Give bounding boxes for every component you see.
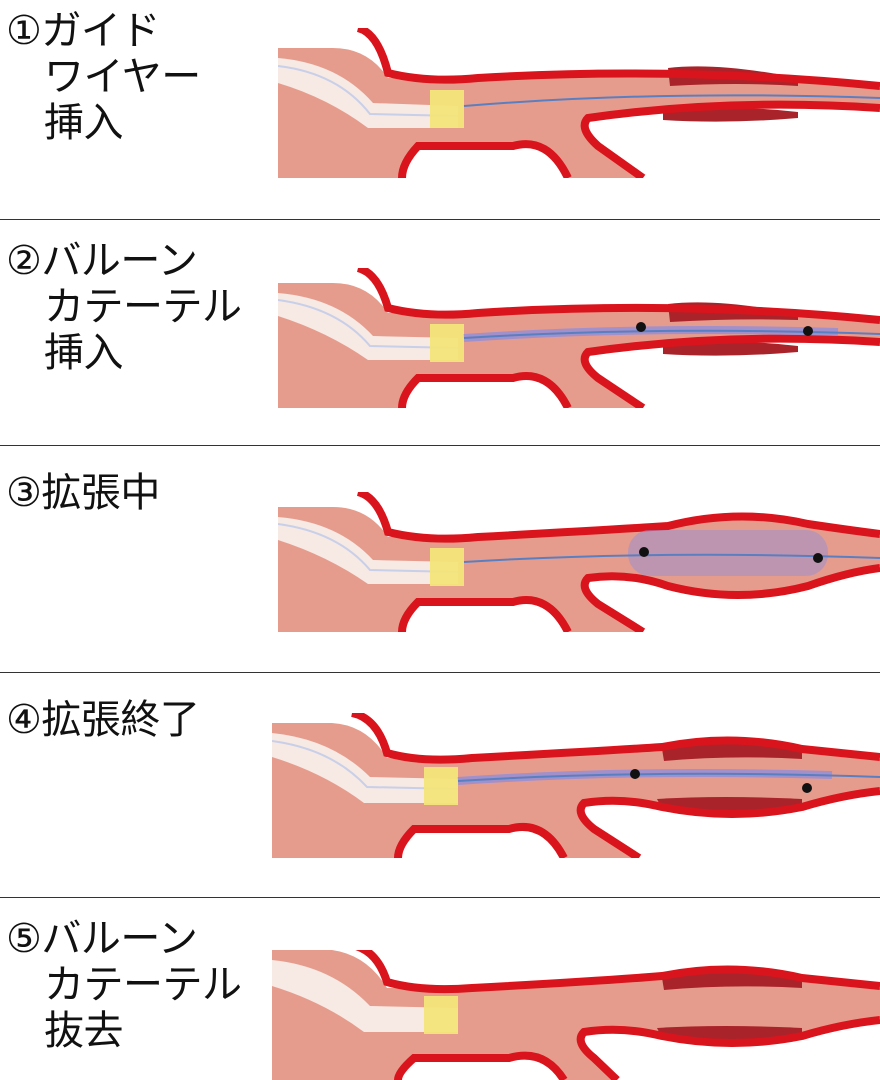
step-2-illustration [278, 268, 880, 408]
step-1-label: ①ガイド ワイヤー 挿入 [6, 8, 201, 146]
step-4-label: ④拡張終了 [6, 697, 199, 743]
step-3-label: ③拡張中 [6, 470, 160, 516]
step-number: ⑤ [6, 916, 41, 962]
step-2-label: ②バルーン カテーテル 挿入 [6, 238, 242, 376]
step-number: ③ [6, 470, 41, 516]
step-number: ① [6, 8, 41, 54]
step-4: ④拡張終了 [0, 673, 880, 897]
step-3: ③拡張中 [0, 446, 880, 672]
step-5: ⑤バルーン カテーテル 抜去 [0, 898, 880, 1080]
step-3-illustration [278, 492, 880, 632]
step-2: ②バルーン カテーテル 挿入 [0, 220, 880, 445]
step-number: ② [6, 238, 41, 284]
step-5-label: ⑤バルーン カテーテル 抜去 [6, 916, 242, 1054]
step-1: ①ガイド ワイヤー 挿入 [0, 0, 880, 220]
step-5-illustration [272, 950, 880, 1080]
step-number: ④ [6, 697, 41, 743]
step-1-illustration [278, 28, 880, 178]
step-4-illustration [272, 713, 880, 858]
